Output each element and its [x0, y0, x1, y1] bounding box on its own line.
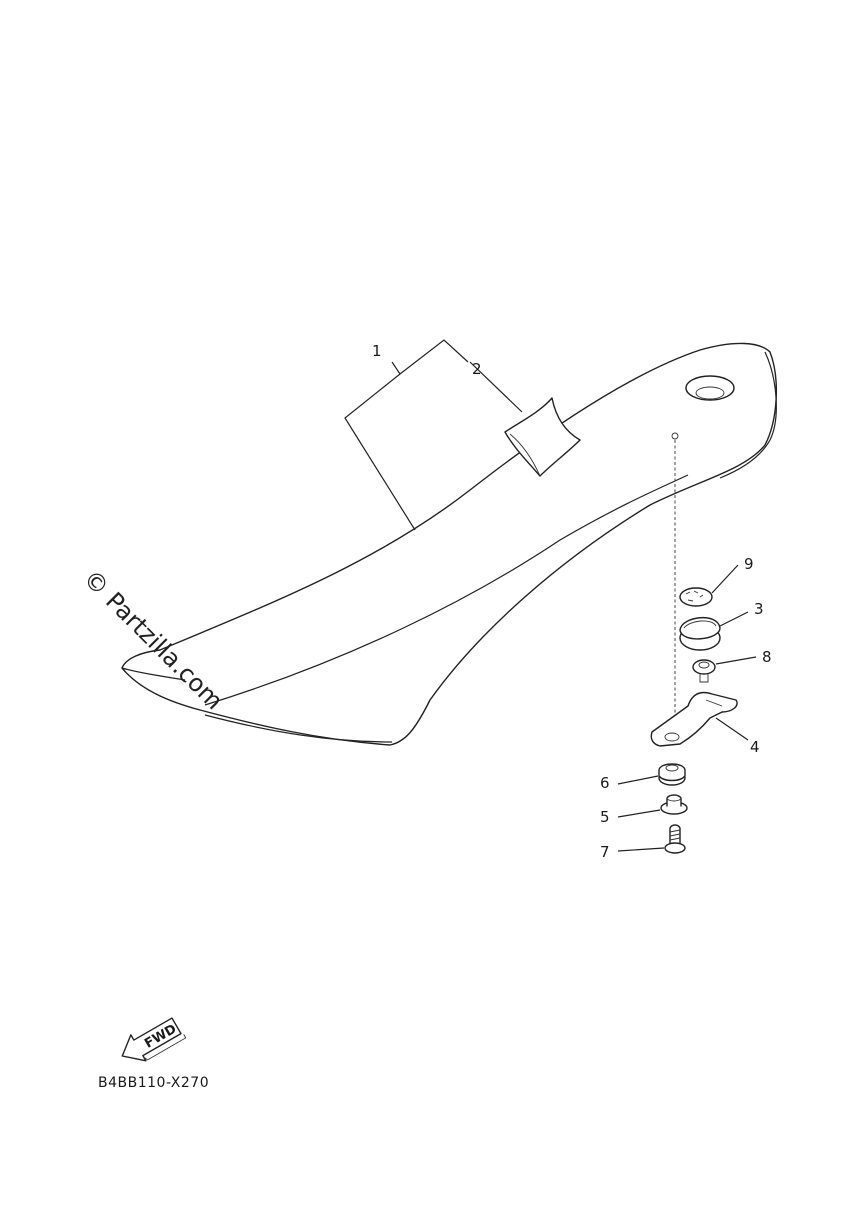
part-6-grommet[interactable] [617, 763, 686, 786]
seat-front-tip [121, 667, 186, 681]
seat-pin-mark [671, 432, 679, 440]
callout-8: 8 [762, 648, 772, 666]
callout-1: 1 [372, 342, 382, 360]
part-8-collar[interactable] [692, 656, 757, 683]
callout-4: 4 [750, 738, 760, 756]
seat-contour-line [204, 474, 689, 706]
part-3-damper[interactable] [679, 611, 749, 651]
callout-numbers: 1 2 9 3 8 4 6 5 7 [372, 342, 772, 861]
seat-top-surface[interactable] [121, 342, 778, 746]
callout-9: 9 [744, 555, 754, 573]
part-9-cap[interactable] [679, 564, 739, 607]
callout-5: 5 [600, 808, 610, 826]
seat-edge-right [719, 351, 777, 479]
diagram-code: B4BB110-X270 [98, 1075, 209, 1091]
seat-assembly [121, 342, 778, 746]
seat-label-sticker-fold [509, 433, 541, 477]
fwd-direction-badge: FWD [121, 1017, 187, 1062]
part-5-washer[interactable] [617, 794, 688, 818]
callout-leaders-top [344, 339, 523, 531]
callout-3: 3 [754, 600, 764, 618]
seat-label-sticker[interactable] [504, 397, 581, 477]
callout-6: 6 [600, 774, 610, 792]
seat-bottom-trim [204, 714, 393, 743]
seat-mount-hole-inner [695, 386, 725, 400]
seat-mount-hole [685, 375, 735, 401]
part-4-bracket[interactable] [650, 691, 749, 747]
part-7-bolt[interactable] [617, 824, 686, 854]
callout-2: 2 [472, 360, 482, 378]
callout-7: 7 [600, 843, 610, 861]
fwd-arrow-icon [121, 1017, 182, 1062]
